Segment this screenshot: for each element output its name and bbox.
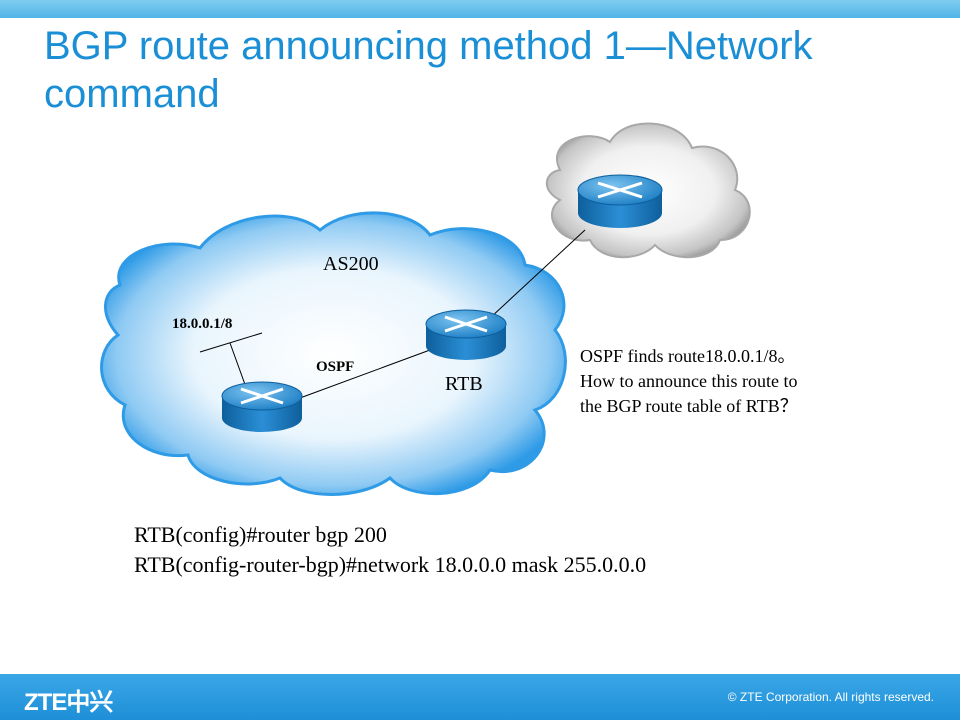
zte-logo: ZTE中兴	[24, 689, 113, 716]
header-accent-bar	[0, 0, 960, 18]
question-text: OSPF finds route18.0.0.1/8。 How to annou…	[580, 344, 910, 419]
cli-command-line: RTB(config)#router bgp 200	[134, 522, 387, 547]
network-segment-line	[199, 332, 263, 353]
page-title: BGP route announcing method 1—Network co…	[44, 24, 813, 116]
as-label: AS200	[323, 253, 379, 275]
bgp-link	[489, 229, 586, 319]
ospf-label: OSPF	[316, 359, 354, 375]
remote-router-icon	[577, 174, 663, 228]
cli-command-line: RTB(config-router-bgp)#network 18.0.0.0 …	[134, 552, 647, 577]
edge-router-icon	[221, 381, 303, 432]
network-prefix-label: 18.0.0.1/8	[172, 316, 232, 332]
question-line: the BGP route table of RTB？	[580, 396, 798, 416]
rtb-router-icon	[425, 309, 507, 360]
footer-bar: ZTE中兴 © ZTE Corporation. All rights rese…	[0, 674, 960, 720]
copyright-text: © ZTE Corporation. All rights reserved.	[727, 690, 934, 704]
as200-cloud	[100, 211, 567, 496]
rtb-label: RTB	[445, 373, 483, 395]
cli-commands: RTB(config)#router bgp 200 RTB(config-ro…	[134, 520, 894, 580]
network-stub-line	[229, 342, 248, 391]
question-line: OSPF finds route18.0.0.1/8。	[580, 346, 796, 366]
question-line: How to announce this route to	[580, 371, 798, 391]
ospf-link	[299, 349, 431, 399]
